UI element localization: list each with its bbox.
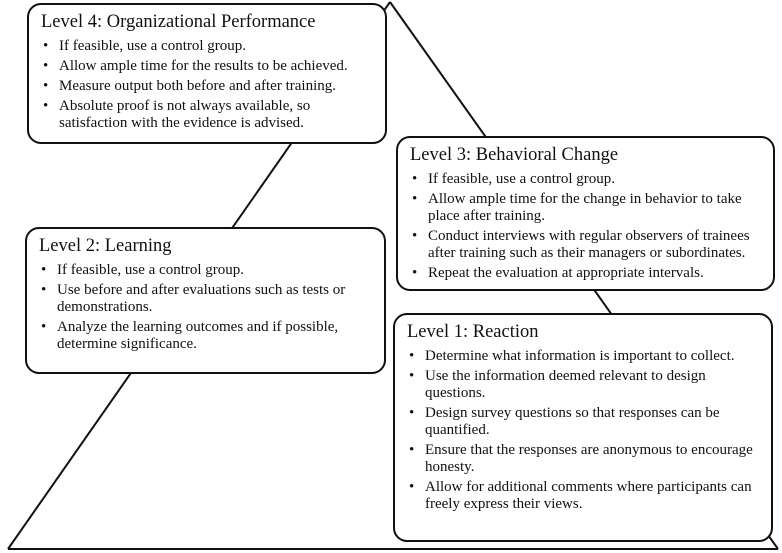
list-item: Allow ample time for the results to be a…	[41, 58, 375, 75]
list-item: Analyze the learning outcomes and if pos…	[39, 319, 374, 353]
level-2-title: Level 2: Learning	[39, 236, 172, 256]
list-item: If feasible, use a control group.	[410, 171, 763, 188]
level-4-list: If feasible, use a control group. Allow …	[41, 38, 375, 132]
list-item: If feasible, use a control group.	[41, 38, 375, 55]
list-item: Ensure that the responses are anonymous …	[407, 442, 761, 476]
level-4-title: Level 4: Organizational Performance	[41, 12, 316, 32]
level-2-box: Level 2: Learning If feasible, use a con…	[25, 227, 386, 374]
list-item: Measure output both before and after tra…	[41, 78, 375, 95]
list-item: Allow for additional comments where part…	[407, 479, 761, 513]
list-item: Design survey questions so that response…	[407, 405, 761, 439]
list-item: Conduct interviews with regular observer…	[410, 228, 763, 262]
level-3-list: If feasible, use a control group. Allow …	[410, 171, 763, 282]
list-item: Absolute proof is not always available, …	[41, 98, 375, 132]
level-1-box: Level 1: Reaction Determine what informa…	[393, 313, 773, 542]
level-2-list: If feasible, use a control group. Use be…	[39, 262, 374, 353]
list-item: Use before and after evaluations such as…	[39, 282, 374, 316]
list-item: Repeat the evaluation at appropriate int…	[410, 265, 763, 282]
level-4-box: Level 4: Organizational Performance If f…	[27, 3, 387, 144]
list-item: If feasible, use a control group.	[39, 262, 374, 279]
level-1-list: Determine what information is important …	[407, 348, 761, 513]
list-item: Use the information deemed relevant to d…	[407, 368, 761, 402]
list-item: Allow ample time for the change in behav…	[410, 191, 763, 225]
level-3-box: Level 3: Behavioral Change If feasible, …	[396, 136, 775, 291]
list-item: Determine what information is important …	[407, 348, 761, 365]
level-3-title: Level 3: Behavioral Change	[410, 145, 619, 165]
level-1-title: Level 1: Reaction	[407, 322, 539, 342]
